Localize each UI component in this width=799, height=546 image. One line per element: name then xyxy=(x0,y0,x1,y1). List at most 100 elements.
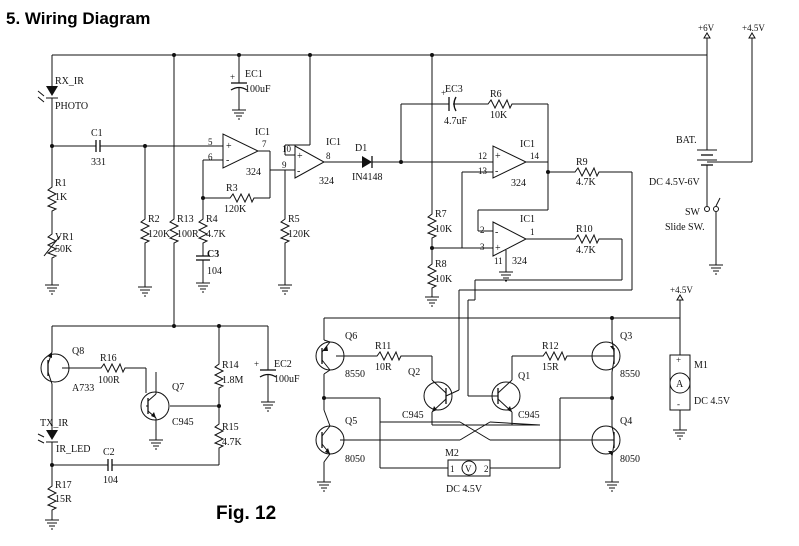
r5: R5 120K xyxy=(277,214,311,295)
m1-value: DC 4.5V xyxy=(694,396,731,407)
c3-value: 104 xyxy=(207,266,222,277)
svg-text:-: - xyxy=(226,155,229,166)
page-title: 5. Wiring Diagram xyxy=(6,9,150,28)
c2-value: 104 xyxy=(103,475,118,486)
q1-label: Q1 xyxy=(518,371,530,382)
ec3: + EC3 4.7uF xyxy=(400,84,483,162)
switch-value: Slide SW. xyxy=(665,222,705,233)
q3-value: 8550 xyxy=(620,369,640,380)
tx-ir-led: TX_IR IR_LED xyxy=(37,418,90,482)
battery: BAT. DC 4.5V-6V xyxy=(649,135,752,206)
ic1-b-type: 324 xyxy=(319,176,334,187)
r2: R2 120K xyxy=(137,146,171,297)
r9-label: R9 xyxy=(576,157,588,168)
r6: R6 10K xyxy=(482,89,549,172)
svg-text:+: + xyxy=(226,141,232,152)
r4-value: 4.7K xyxy=(206,229,227,240)
ec1-label: EC1 xyxy=(245,69,263,80)
battery-label: BAT. xyxy=(676,135,697,146)
r10: R10 4.7K xyxy=(468,224,623,301)
c1-value: 331 xyxy=(91,157,106,168)
r7-value: 10K xyxy=(435,224,453,235)
h-bridge-rails: +4.5V xyxy=(323,285,693,355)
svg-text:1: 1 xyxy=(450,464,455,474)
svg-text:-: - xyxy=(677,399,680,409)
r12: R12 15R xyxy=(537,341,598,373)
r12-label: R12 xyxy=(542,341,559,352)
r3-label: R3 xyxy=(226,183,238,194)
r5-label: R5 xyxy=(288,214,300,225)
d1-label: D1 xyxy=(355,143,367,154)
rx-photodiode: RX_IR PHOTO xyxy=(37,55,88,183)
power-rail: +6V +4.5V xyxy=(52,23,765,162)
svg-text:+: + xyxy=(297,151,303,162)
q5-label: Q5 xyxy=(345,416,357,427)
ec2-label: EC2 xyxy=(274,359,292,370)
r8: R8 10K xyxy=(424,259,453,307)
c2-label: C2 xyxy=(103,447,115,458)
slide-switch: SW Slide SW. xyxy=(665,197,724,275)
q2-label: Q2 xyxy=(408,367,420,378)
d1-value: IN4148 xyxy=(352,172,383,183)
vr1-label: VR1 xyxy=(55,232,74,243)
ec3-value: 4.7uF xyxy=(444,116,468,127)
r3: R3 120K xyxy=(203,183,270,215)
ic1-c-type: 324 xyxy=(511,178,526,189)
r9: R9 4.7K xyxy=(458,157,633,390)
r3-value: 120K xyxy=(224,204,247,215)
vr1: VR1 50K xyxy=(43,213,74,295)
supply-6v-label: +6V xyxy=(698,23,715,33)
ic1-d-opamp: - + 2 3 1 11 IC1 324 xyxy=(477,172,570,282)
r1: R1 1K xyxy=(47,178,68,214)
r11-value: 10R xyxy=(375,362,392,373)
q8-value: A733 xyxy=(72,383,94,394)
c3: C3 104 xyxy=(195,249,222,293)
c1-label: C1 xyxy=(91,128,103,139)
m2-symbol: V xyxy=(465,464,472,474)
r2-label: R2 xyxy=(148,214,160,225)
q8-label: Q8 xyxy=(72,346,84,357)
r17: R17 15R xyxy=(44,480,72,530)
svg-text:5: 5 xyxy=(208,137,213,147)
d1: D1 IN4148 xyxy=(352,143,493,183)
bridge-crossover xyxy=(324,397,612,441)
svg-text:10: 10 xyxy=(282,144,292,154)
svg-text:+: + xyxy=(495,151,501,162)
q7-value: C945 xyxy=(172,417,194,428)
q4-transistor: Q4 8050 xyxy=(590,398,640,492)
c3-label: C3 xyxy=(207,249,219,260)
r8-value: 10K xyxy=(435,274,453,285)
r10-label: R10 xyxy=(576,224,593,235)
ic1-d-label: IC1 xyxy=(520,214,535,225)
r6-label: R6 xyxy=(490,89,502,100)
r17-value: 15R xyxy=(55,494,72,505)
svg-text:+: + xyxy=(495,243,501,254)
q6-transistor: Q6 8550 xyxy=(315,331,372,400)
r4: R4 4.7K xyxy=(198,198,227,256)
r1-value: 1K xyxy=(55,192,68,203)
tx-frame xyxy=(51,324,269,370)
r12-value: 15R xyxy=(542,362,559,373)
ec3-label: EC3 xyxy=(445,84,463,95)
svg-text:13: 13 xyxy=(478,166,488,176)
ic1-a-label: IC1 xyxy=(255,127,270,138)
rx-ir-label: RX_IR xyxy=(55,76,84,87)
q7-transistor: Q7 C945 xyxy=(140,372,194,450)
r16: R16 100R xyxy=(95,353,147,393)
c1: C1 331 xyxy=(52,128,223,168)
m1-label: M1 xyxy=(694,360,708,371)
supply-motor-label: +4.5V xyxy=(670,285,693,295)
r6-value: 10K xyxy=(490,110,508,121)
svg-text:14: 14 xyxy=(530,151,540,161)
ec1-value: 100uF xyxy=(245,84,271,95)
ic1-b-opamp: + - 10 9 8 IC1 324 xyxy=(270,55,362,215)
r11-label: R11 xyxy=(375,341,391,352)
q4-value: 8050 xyxy=(620,454,640,465)
r17-label: R17 xyxy=(55,480,72,491)
q1-value: C945 xyxy=(518,410,540,421)
svg-text:-: - xyxy=(495,166,498,177)
battery-value: DC 4.5V-6V xyxy=(649,177,701,188)
svg-text:8: 8 xyxy=(326,151,331,161)
r13-value: 100R xyxy=(177,229,199,240)
ic1-c-opamp: + - 12 13 14 IC1 324 xyxy=(432,139,570,249)
